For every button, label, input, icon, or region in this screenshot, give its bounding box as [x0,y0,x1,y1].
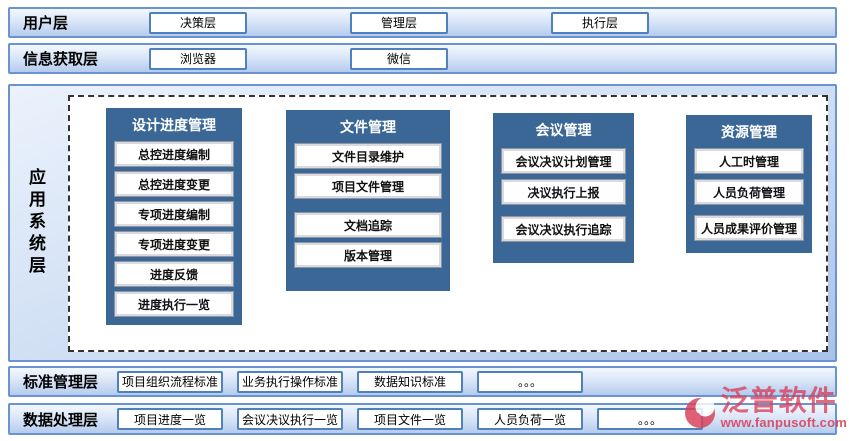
layer-button[interactable]: 项目进度一览 [117,408,223,430]
module-item[interactable]: 项目文件管理 [295,174,441,198]
user-layer-label: 用户层 [23,15,69,32]
module-column-title: 设计进度管理 [132,117,216,133]
module-item[interactable]: 文档追踪 [295,213,441,237]
module-item[interactable]: 文件目录维护 [295,144,441,168]
data-layer-label: 数据处理层 [23,411,99,429]
module-item[interactable]: 会议决议计划管理 [502,149,625,173]
module-item[interactable]: 人工时管理 [695,149,803,173]
module-column-items: 文件目录维护项目文件管理文档追踪版本管理 [286,139,450,267]
module-column-title: 会议管理 [535,122,592,138]
module-column-title: 资源管理 [721,124,777,140]
info-layer-label: 信息获取层 [23,51,99,68]
standard-layer-label: 标准管理层 [23,374,99,391]
layer-button[interactable]: 项目组织流程标准 [117,370,223,393]
module-column-items: 人工时管理人员负荷管理人员成果评价管理 [686,144,812,240]
module-column-items: 会议决议计划管理决议执行上报会议决议执行追踪 [493,142,634,241]
module-item[interactable]: 版本管理 [295,243,441,267]
app-modules-area: 设计进度管理 总控进度编制总控进度变更专项进度编制专项进度变更进度反馈进度执行一… [68,95,828,352]
layer-button[interactable]: 人员负荷一览 [477,408,583,430]
module-item[interactable]: 进度反馈 [115,262,233,286]
module-item[interactable]: 总控进度编制 [115,142,233,166]
layer-button[interactable]: 。。。 [597,408,703,430]
module-item[interactable]: 总控进度变更 [115,172,233,196]
module-item[interactable]: 专项进度编制 [115,202,233,226]
user-layer-buttons: 决策层 管理层 执行层 [149,11,752,34]
module-item[interactable]: 会议决议执行追踪 [502,217,625,241]
layer-button[interactable]: 浏览器 [149,47,247,70]
layer-button[interactable]: 。。。 [477,370,583,393]
standard-layer-row: 标准管理层 项目组织流程标准业务执行操作标准数据知识标准。。。 [8,366,837,397]
layer-button[interactable]: 业务执行操作标准 [237,370,343,393]
module-item[interactable]: 专项进度变更 [115,232,233,256]
module-column: 设计进度管理 总控进度编制总控进度变更专项进度编制专项进度变更进度反馈进度执行一… [106,108,242,325]
module-item[interactable]: 人员成果评价管理 [695,216,803,240]
layer-button[interactable]: 执行层 [551,11,649,34]
module-item[interactable]: 决议执行上报 [502,180,625,204]
user-layer-row: 用户层 决策层 管理层 执行层 [8,7,837,38]
watermark-brand-name: 泛普软件 [720,385,837,416]
layer-button[interactable]: 数据知识标准 [357,370,463,393]
app-system-layer-label: 应用系统层 [26,168,45,278]
info-layer-buttons: 浏览器 微信 [149,47,551,70]
layer-button[interactable]: 决策层 [149,11,247,34]
fanpu-watermark: 泛普软件 www.fanpusoft.com [683,387,847,438]
module-column: 会议管理 会议决议计划管理决议执行上报会议决议执行追踪 [493,113,634,263]
module-column-title: 文件管理 [340,119,396,135]
watermark-url: www.fanpusoft.com [720,415,847,430]
standard-layer-buttons: 项目组织流程标准业务执行操作标准数据知识标准。。。 [117,370,597,393]
layer-button[interactable]: 微信 [350,47,448,70]
layer-button[interactable]: 项目文件一览 [357,408,463,430]
fanpu-logo-icon [683,389,721,438]
module-column: 资源管理 人工时管理人员负荷管理人员成果评价管理 [686,115,812,253]
layer-button[interactable]: 会议决议执行一览 [237,408,343,430]
module-column-items: 总控进度编制总控进度变更专项进度编制专项进度变更进度反馈进度执行一览 [106,137,242,316]
module-item[interactable]: 进度执行一览 [115,292,233,316]
layer-button[interactable]: 管理层 [350,11,448,34]
info-layer-row: 信息获取层 浏览器 微信 [8,43,837,74]
app-system-layer-panel: 应用系统层 设计进度管理 总控进度编制总控进度变更专项进度编制专项进度变更进度反… [8,84,837,362]
data-layer-buttons: 项目进度一览会议决议执行一览项目文件一览人员负荷一览。。。 [117,408,717,430]
module-item[interactable]: 人员负荷管理 [695,180,803,204]
module-column: 文件管理 文件目录维护项目文件管理文档追踪版本管理 [286,110,450,291]
